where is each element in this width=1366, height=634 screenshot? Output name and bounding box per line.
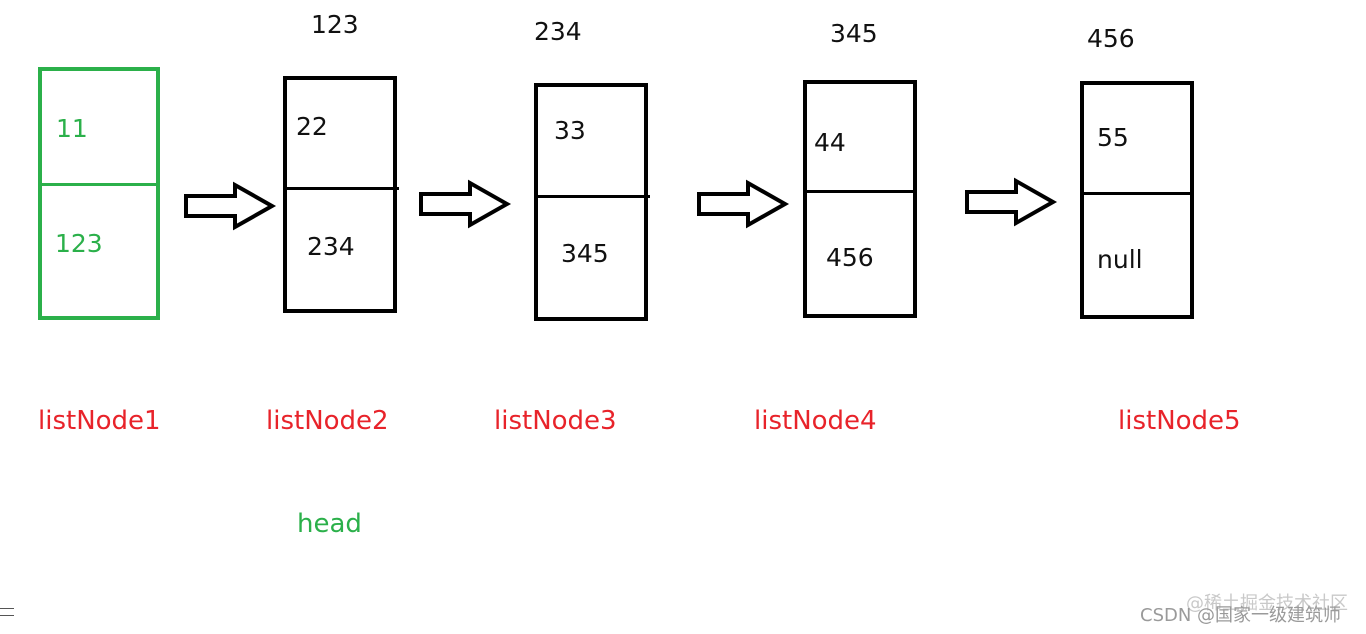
node-val-2: 22 bbox=[296, 112, 328, 141]
node-divider-2 bbox=[283, 187, 399, 190]
node-divider-3 bbox=[534, 195, 650, 198]
node-val-1: 11 bbox=[56, 114, 88, 143]
node-divider-1 bbox=[38, 183, 160, 186]
node-next-4: 456 bbox=[826, 243, 874, 272]
node-next-2: 234 bbox=[307, 232, 355, 261]
node-val-5: 55 bbox=[1097, 123, 1129, 152]
node-next-5: null bbox=[1097, 245, 1143, 274]
address-label-node5: 456 bbox=[1087, 24, 1135, 53]
node-name-1: listNode1 bbox=[38, 406, 161, 436]
node-box-5 bbox=[1080, 81, 1194, 319]
node-name-3: listNode3 bbox=[494, 406, 617, 436]
arrow-icon-1-2 bbox=[184, 181, 277, 231]
head-label: head bbox=[297, 509, 362, 539]
node-box-1 bbox=[38, 67, 160, 320]
node-name-4: listNode4 bbox=[754, 406, 877, 436]
node-divider-5 bbox=[1080, 192, 1194, 195]
address-label-node3: 234 bbox=[534, 17, 582, 46]
node-name-2: listNode2 bbox=[266, 406, 389, 436]
watermark-front: CSDN @国家一级建筑师 bbox=[1140, 605, 1342, 626]
address-label-node4: 345 bbox=[830, 19, 878, 48]
node-box-3 bbox=[534, 83, 648, 321]
node-val-3: 33 bbox=[554, 116, 586, 145]
arrow-icon-4-5 bbox=[965, 177, 1058, 227]
watermark-back: @稀土掘金技术社区 bbox=[1186, 593, 1348, 614]
node-name-5: listNode5 bbox=[1118, 406, 1241, 436]
node-box-2 bbox=[283, 76, 397, 313]
address-label-node2: 123 bbox=[311, 10, 359, 39]
corner-mark bbox=[0, 608, 14, 616]
node-next-3: 345 bbox=[561, 239, 609, 268]
node-box-4 bbox=[803, 80, 917, 318]
node-divider-4 bbox=[803, 190, 917, 193]
arrow-icon-2-3 bbox=[419, 179, 512, 229]
node-val-4: 44 bbox=[814, 128, 846, 157]
arrow-icon-3-4 bbox=[697, 179, 790, 229]
node-next-1: 123 bbox=[55, 229, 103, 258]
